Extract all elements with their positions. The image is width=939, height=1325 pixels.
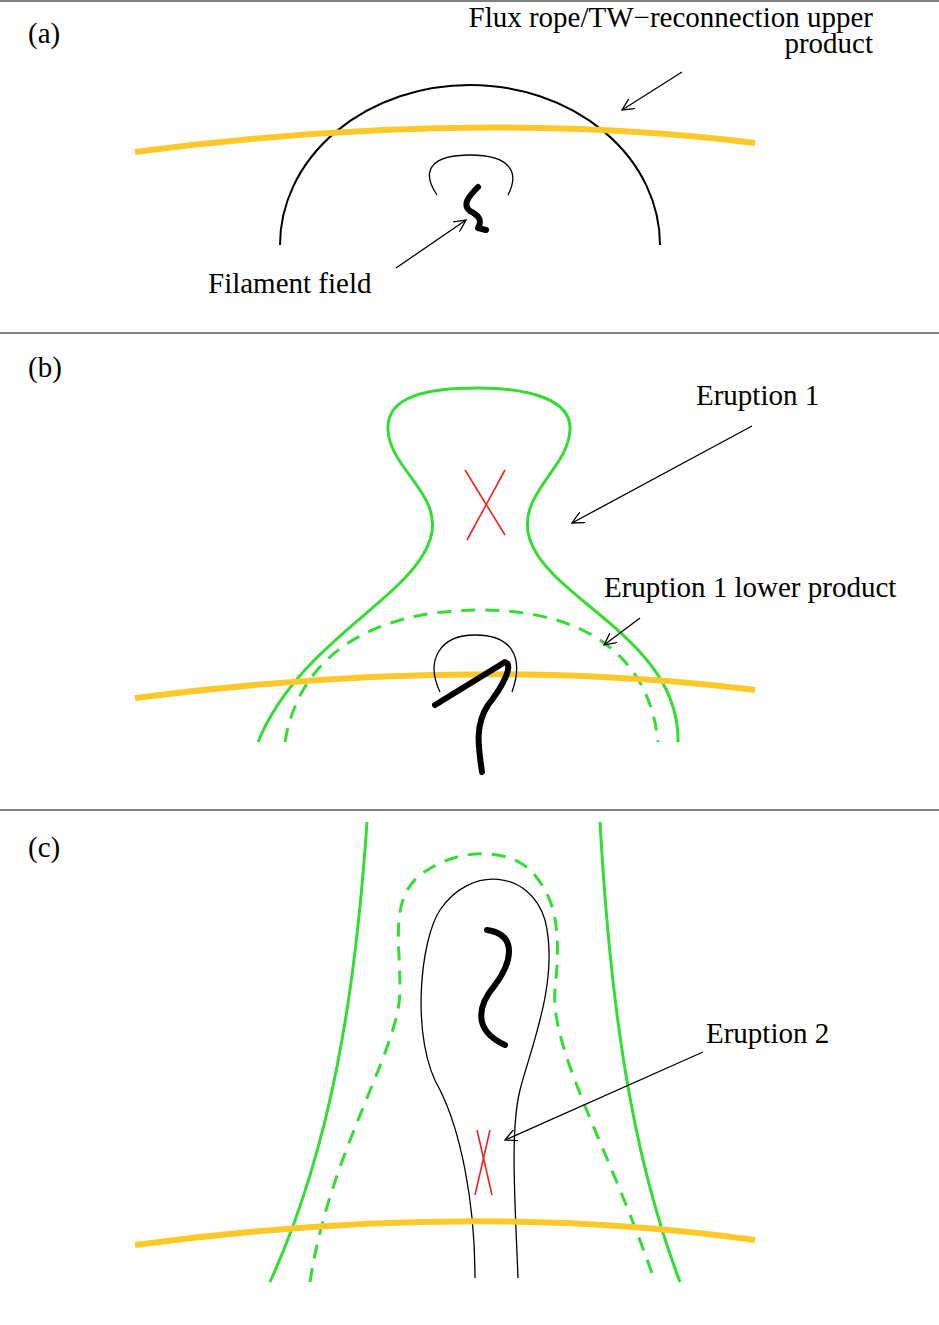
callout-text: Flux rope/TW−reconnection upper product [466,4,875,56]
callout-text: Eruption 1 lower product [602,572,898,604]
callout-text: Eruption 2 [704,1018,831,1050]
callout-text: Eruption 1 [694,380,821,412]
callout-text: Filament field [206,268,374,300]
panel-label: (b) [26,352,64,384]
panel-label: (a) [26,18,62,50]
panel-label: (c) [26,832,62,864]
